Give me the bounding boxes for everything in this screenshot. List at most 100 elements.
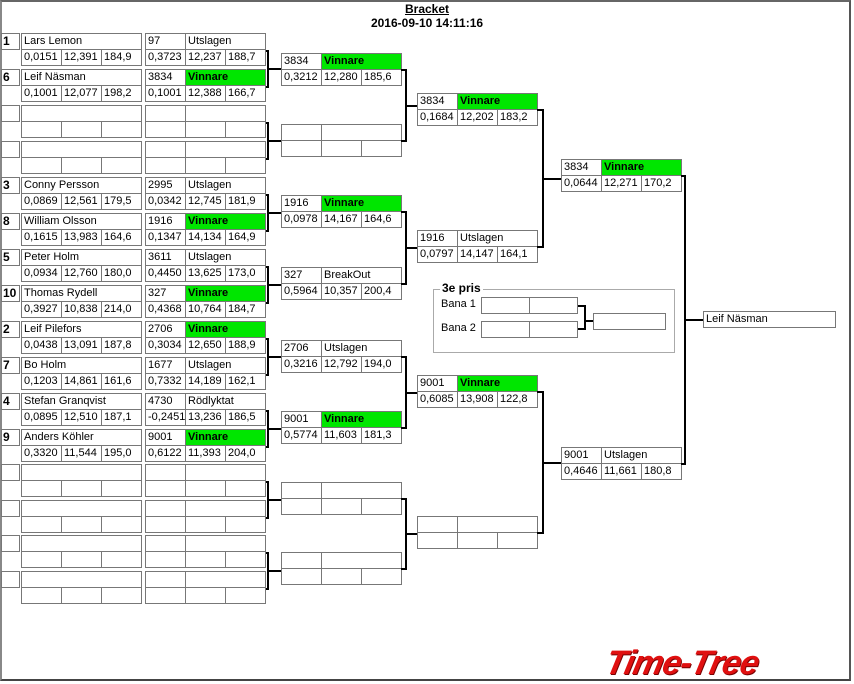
round2-reaction-time: 0,5964 bbox=[281, 283, 322, 300]
round3-status: Vinnare bbox=[457, 93, 538, 110]
lane1-field-b[interactable] bbox=[529, 297, 578, 314]
elapsed-time bbox=[61, 121, 102, 138]
elapsed-time: 11,393 bbox=[185, 445, 226, 462]
reaction-time: 0,0151 bbox=[21, 49, 62, 66]
champion-field: Leif Näsman bbox=[703, 311, 836, 328]
elapsed-time bbox=[61, 587, 102, 604]
driver-name[interactable] bbox=[21, 571, 142, 588]
speed: 173,0 bbox=[225, 265, 266, 282]
round2-speed: 185,6 bbox=[361, 69, 402, 86]
round4-car: 3834 bbox=[561, 159, 602, 176]
third-place-winner-field[interactable] bbox=[593, 313, 666, 330]
driver-name[interactable]: Leif Pilefors bbox=[21, 321, 142, 338]
round3-speed: 122,8 bbox=[497, 391, 538, 408]
round3-car: 1916 bbox=[417, 230, 458, 247]
round3-speed: 164,1 bbox=[497, 246, 538, 263]
bracket-line bbox=[268, 499, 281, 501]
speed: 180,0 bbox=[101, 265, 142, 282]
bracket-line bbox=[406, 247, 417, 249]
speed: 188,9 bbox=[225, 337, 266, 354]
speed: 186,5 bbox=[225, 409, 266, 426]
bracket-line bbox=[268, 356, 281, 358]
round2-reaction-time bbox=[281, 140, 322, 157]
elapsed-time: 12,391 bbox=[61, 49, 102, 66]
speed: 164,6 bbox=[101, 229, 142, 246]
elapsed-time: 12,388 bbox=[185, 85, 226, 102]
run-status: Utslagen bbox=[185, 249, 266, 266]
driver-name[interactable]: Lars Lemon bbox=[21, 33, 142, 50]
bracket-line bbox=[401, 283, 407, 285]
timestamp: 2016-09-10 14:11:16 bbox=[370, 16, 484, 30]
driver-name[interactable]: Leif Näsman bbox=[21, 69, 142, 86]
seed-number: 2 bbox=[1, 321, 20, 338]
round2-speed bbox=[361, 140, 402, 157]
reaction-time: 0,0895 bbox=[21, 409, 62, 426]
run-status bbox=[185, 464, 266, 481]
driver-name[interactable]: Thomas Rydell bbox=[21, 285, 142, 302]
round3-reaction-time: 0,1684 bbox=[417, 109, 458, 126]
driver-name[interactable] bbox=[21, 141, 142, 158]
elapsed-time bbox=[61, 480, 102, 497]
reaction-time: 0,3927 bbox=[21, 301, 62, 318]
driver-name[interactable]: Stefan Granqvist bbox=[21, 393, 142, 410]
bracket-line bbox=[401, 427, 407, 429]
driver-name[interactable]: Anders Köhler bbox=[21, 429, 142, 446]
speed bbox=[225, 551, 266, 568]
run-status: Rödlyktat bbox=[185, 393, 266, 410]
driver-name[interactable] bbox=[21, 464, 142, 481]
seed-number: 9 bbox=[1, 429, 20, 446]
run-status: Vinnare bbox=[185, 213, 266, 230]
reaction-time bbox=[145, 587, 186, 604]
bracket-line bbox=[401, 498, 407, 500]
round2-car: 327 bbox=[281, 267, 322, 284]
run-status: Vinnare bbox=[185, 285, 266, 302]
elapsed-time: 10,764 bbox=[185, 301, 226, 318]
reaction-time bbox=[145, 480, 186, 497]
car-number: 2995 bbox=[145, 177, 186, 194]
driver-name[interactable] bbox=[21, 535, 142, 552]
bracket-line bbox=[681, 175, 686, 177]
round2-status bbox=[321, 124, 402, 141]
seed-number bbox=[1, 535, 20, 552]
round2-reaction-time bbox=[281, 568, 322, 585]
run-status: Vinnare bbox=[185, 321, 266, 338]
seed-number: 1 bbox=[1, 33, 20, 50]
round2-speed: 194,0 bbox=[361, 356, 402, 373]
reaction-time: 0,4368 bbox=[145, 301, 186, 318]
driver-name[interactable]: Peter Holm bbox=[21, 249, 142, 266]
reaction-time bbox=[21, 587, 62, 604]
driver-name[interactable]: William Olsson bbox=[21, 213, 142, 230]
reaction-time bbox=[145, 121, 186, 138]
driver-name[interactable] bbox=[21, 500, 142, 517]
round2-reaction-time bbox=[281, 498, 322, 515]
elapsed-time: 12,745 bbox=[185, 193, 226, 210]
speed: 162,1 bbox=[225, 373, 266, 390]
round4-elapsed-time: 12,271 bbox=[601, 175, 642, 192]
lane2-field-a[interactable] bbox=[481, 321, 530, 338]
bracket-line bbox=[401, 356, 407, 358]
round4-status: Utslagen bbox=[601, 447, 682, 464]
bracket-line bbox=[268, 428, 281, 430]
lane2-field-b[interactable] bbox=[529, 321, 578, 338]
round2-reaction-time: 0,5774 bbox=[281, 427, 322, 444]
elapsed-time bbox=[185, 516, 226, 533]
driver-name[interactable]: Bo Holm bbox=[21, 357, 142, 374]
time-tree-logo: Time-Tree bbox=[602, 644, 763, 682]
round2-elapsed-time bbox=[321, 498, 362, 515]
elapsed-time: 13,091 bbox=[61, 337, 102, 354]
elapsed-time: 12,760 bbox=[61, 265, 102, 282]
connector-line bbox=[578, 328, 585, 330]
lane1-field-a[interactable] bbox=[481, 297, 530, 314]
round2-elapsed-time: 11,603 bbox=[321, 427, 362, 444]
speed bbox=[101, 587, 142, 604]
round3-car bbox=[417, 516, 458, 533]
driver-name[interactable] bbox=[21, 105, 142, 122]
driver-name[interactable]: Conny Persson bbox=[21, 177, 142, 194]
elapsed-time: 10,838 bbox=[61, 301, 102, 318]
round2-status: Vinnare bbox=[321, 53, 402, 70]
reaction-time bbox=[21, 121, 62, 138]
elapsed-time bbox=[185, 480, 226, 497]
round2-speed bbox=[361, 498, 402, 515]
reaction-time: 0,1203 bbox=[21, 373, 62, 390]
bracket-line bbox=[406, 533, 417, 535]
